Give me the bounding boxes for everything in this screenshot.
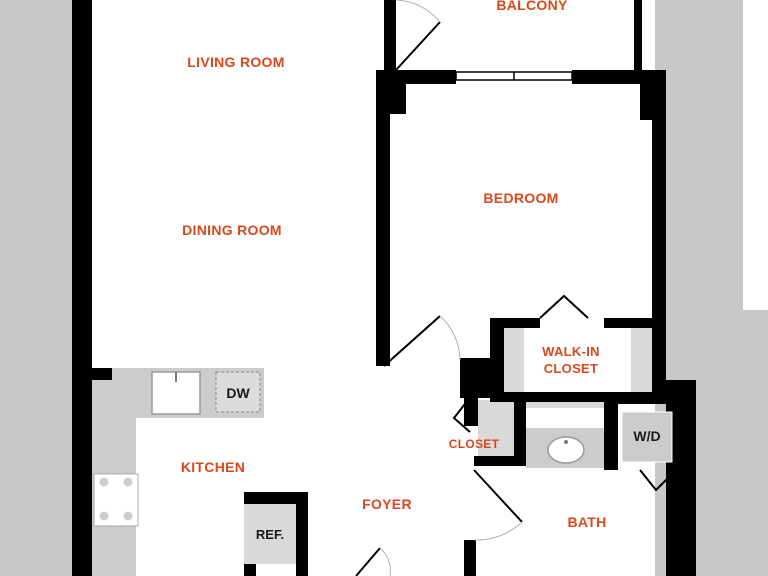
dishwasher-label: DW — [226, 385, 250, 401]
washer-dryer: W/D — [621, 411, 673, 463]
kitchen-sink — [151, 371, 201, 415]
living-room-label: LIVING ROOM — [187, 54, 284, 70]
bath-sink — [547, 436, 585, 464]
refrigerator: REF. — [244, 504, 296, 564]
doors — [355, 0, 677, 576]
stove — [93, 473, 139, 527]
washer-dryer-label: W/D — [633, 428, 660, 444]
walk-in-closet-label-line1: WALK-IN — [542, 344, 600, 359]
foyer-label: FOYER — [362, 496, 412, 512]
closet-label: CLOSET — [449, 437, 500, 451]
refrigerator-label: REF. — [256, 527, 284, 542]
balcony-label: BALCONY — [496, 0, 568, 13]
dishwasher: DW — [215, 371, 261, 413]
kitchen-label: KITCHEN — [181, 459, 245, 475]
dining-room-label: DINING ROOM — [182, 222, 282, 238]
walk-in-closet-label-line2: CLOSET — [544, 361, 599, 376]
walls — [72, 0, 696, 576]
bedroom-window — [455, 71, 573, 81]
bath-label: BATH — [567, 514, 606, 530]
bedroom-label: BEDROOM — [483, 190, 558, 206]
